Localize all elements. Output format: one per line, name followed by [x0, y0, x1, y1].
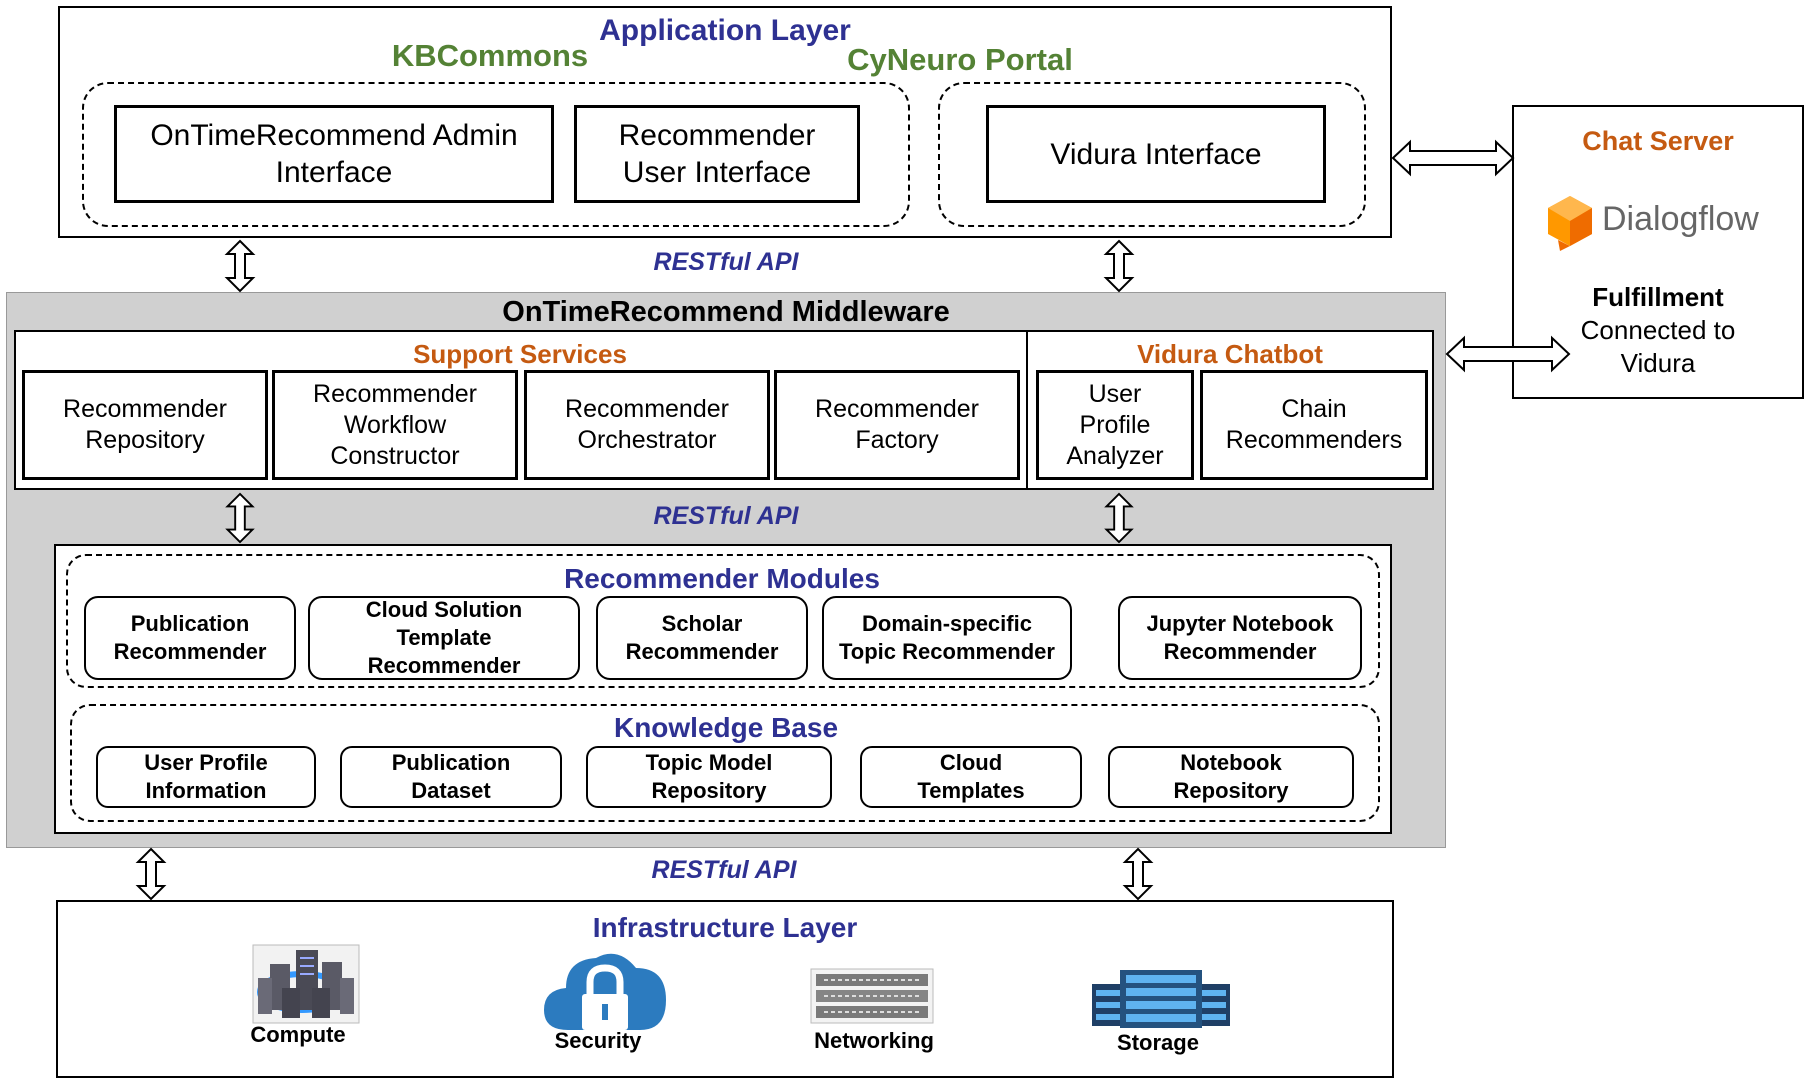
application-layer-title: Application Layer: [599, 14, 851, 47]
arrow-chatbot-to-chat-server: [1445, 335, 1571, 373]
arrow-middleware-to-infra-right: [1122, 847, 1154, 901]
vidura-interface-box: Vidura Interface: [986, 105, 1326, 203]
cyneuro-portal-label: CyNeuro Portal: [847, 42, 1073, 77]
topic-model-repository-box: Topic Model Repository: [586, 746, 832, 808]
recommender-modules-title: Recommender Modules: [564, 563, 880, 594]
support-services-title: Support Services: [413, 339, 627, 369]
chat-server-title: Chat Server: [1582, 126, 1734, 156]
recommender-orchestrator-box: Recommender Orchestrator: [524, 370, 770, 480]
topic-recommender-box: Domain-specific Topic Recommender: [822, 596, 1072, 680]
publication-dataset-box: Publication Dataset: [340, 746, 562, 808]
middleware-title: OnTimeRecommend Middleware: [502, 296, 950, 328]
vidura-chatbot-title: Vidura Chatbot: [1137, 339, 1323, 369]
fulfillment-label: Fulfillment: [1592, 282, 1724, 312]
network-switch-icon: [810, 968, 934, 1024]
scholar-recommender-box: Scholar Recommender: [596, 596, 808, 680]
arrow-app-to-chat-server: [1391, 139, 1515, 177]
user-profile-information-box: User Profile Information: [96, 746, 316, 808]
kbcommons-label: KBCommons: [391, 38, 589, 73]
user-interface-box: Recommender User Interface: [574, 105, 860, 203]
storage-label: Storage: [1117, 1030, 1199, 1055]
dialogflow-logo: Dialogflow: [1546, 192, 1786, 256]
arrow-services-to-modules-right: [1104, 492, 1134, 544]
arrow-services-to-modules-left: [225, 492, 255, 544]
cloud-templates-box: Cloud Templates: [860, 746, 1082, 808]
cyneuro-group: [938, 82, 1366, 227]
admin-interface-box: OnTimeRecommend Admin Interface: [114, 105, 554, 203]
knowledge-base-title: Knowledge Base: [613, 712, 839, 743]
chain-recommenders-box: Chain Recommenders: [1200, 370, 1428, 480]
restful-api-label-top: RESTful API: [653, 248, 799, 276]
restful-api-label-middle: RESTful API: [653, 502, 799, 530]
compute-label: Compute: [250, 1022, 346, 1047]
connected-to-vidura-label: Connected to Vidura: [1580, 315, 1736, 378]
arrow-app-to-middleware-right: [1103, 239, 1135, 293]
recommender-modules-group: [66, 554, 1380, 688]
knowledge-base-group: [70, 704, 1380, 822]
arrow-middleware-to-infra-left: [135, 847, 167, 901]
networking-label: Networking: [814, 1028, 934, 1053]
storage-rack-icon: [1092, 970, 1230, 1028]
cloud-lock-icon: [544, 953, 666, 1030]
cloud-solution-recommender-box: Cloud Solution Template Recommender: [308, 596, 580, 680]
recommender-factory-box: Recommender Factory: [774, 370, 1020, 480]
arrow-app-to-middleware-left: [224, 239, 256, 293]
restful-api-label-bottom: RESTful API: [651, 856, 797, 884]
chat-server-box: [1512, 105, 1804, 399]
workflow-constructor-box: Recommender Workflow Constructor: [272, 370, 518, 480]
user-profile-analyzer-box: User Profile Analyzer: [1036, 370, 1194, 480]
kbcommons-group: [82, 82, 910, 227]
recommender-repository-box: Recommender Repository: [22, 370, 268, 480]
dialogflow-icon: [1548, 196, 1592, 251]
jupyter-notebook-recommender-box: Jupyter Notebook Recommender: [1118, 596, 1362, 680]
server-cluster-icon: [252, 944, 360, 1024]
publication-recommender-box: Publication Recommender: [84, 596, 296, 680]
security-label: Security: [554, 1028, 642, 1053]
notebook-repository-box: Notebook Repository: [1108, 746, 1354, 808]
dialogflow-text: Dialogflow: [1602, 200, 1759, 238]
infrastructure-layer-title: Infrastructure Layer: [592, 912, 858, 943]
